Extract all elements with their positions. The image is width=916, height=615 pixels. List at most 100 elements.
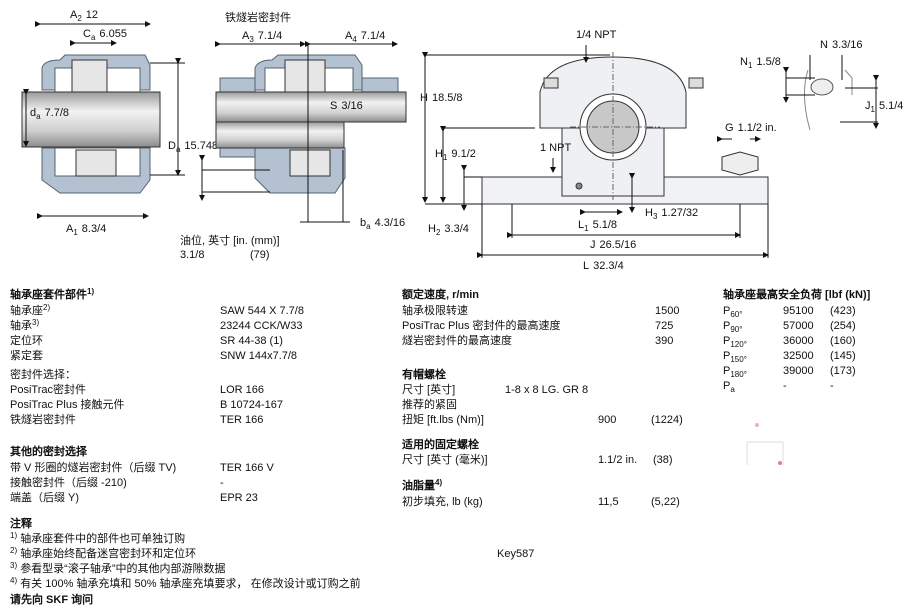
- torque-value: 900: [598, 414, 617, 426]
- cap-bolt-size-value: 1-8 x 8 LG. GR 8: [505, 384, 589, 396]
- load-value: 32500: [783, 350, 814, 362]
- label-quarter-npt: 1/4 NPT: [576, 29, 617, 41]
- other-seal-label: 端盖（后缀 Y): [10, 492, 80, 504]
- kit-row-label: 定位环: [10, 335, 43, 347]
- loads-title: 轴承座最高安全负荷 [lbf (kN)]: [723, 289, 871, 301]
- oil-level-mm: (79): [250, 249, 270, 261]
- kit-row-label: 轴承3): [10, 318, 40, 333]
- seal-row-value: B 10724-167: [220, 399, 283, 411]
- note-item: 2) 轴承座始终配备迷宫密封环和定位环: [10, 546, 197, 561]
- load-direction-diagram: [746, 423, 784, 465]
- speed-value: 1500: [655, 305, 680, 317]
- load-value: 39000: [783, 365, 814, 377]
- kit-row-label: 轴承座2): [10, 303, 51, 318]
- kit-row-value: SR 44-38 (1): [220, 335, 283, 347]
- kit-row-value: SNW 144x7.7/8: [220, 350, 298, 362]
- cap-bolt-size-label: 尺寸 [英寸]: [402, 384, 456, 396]
- cap-bolts-title: 有帽螺栓: [402, 369, 446, 381]
- other-seal-value: TER 166 V: [220, 462, 274, 474]
- attach-bolts-title: 适用的固定螺栓: [402, 439, 479, 451]
- grease-title: 油脂量4): [402, 478, 443, 493]
- torque-value-metric: (1224): [651, 414, 683, 426]
- kit-row-value: SAW 544 X 7.7/8: [220, 305, 304, 317]
- load-symbol: P120°: [723, 335, 747, 349]
- load-value-metric: (423): [830, 305, 856, 317]
- seal-row-label: PosiTrac Plus 接触元件: [10, 399, 125, 411]
- seal-row-label: 铁燧岩密封件: [10, 414, 76, 426]
- speed-label: PosiTrac Plus 密封件的最高速度: [402, 320, 561, 332]
- other-seal-value: EPR 23: [220, 492, 258, 504]
- other-seal-label: 带 V 形圈的燧岩密封件（后缀 TV): [10, 462, 177, 474]
- notes-title: 注释: [10, 518, 32, 530]
- other-seal-label: 接触密封件（后缀 -210): [10, 477, 127, 489]
- oil-level-label: 油位, 英寸 [in. (mm)]: [180, 233, 280, 247]
- grease-value: 11,5: [598, 496, 619, 508]
- load-value: -: [783, 380, 787, 392]
- load-value: 57000: [783, 320, 814, 332]
- load-value-metric: (145): [830, 350, 856, 362]
- load-symbol: P60°: [723, 305, 743, 319]
- seal-view-title: 铁燧岩密封件: [225, 10, 291, 24]
- load-value: 36000: [783, 335, 814, 347]
- load-value-metric: (160): [830, 335, 856, 347]
- load-value-metric: (173): [830, 365, 856, 377]
- load-symbol: Pa: [723, 380, 735, 394]
- speed-label: 燧岩密封件的最高速度: [402, 335, 512, 347]
- label-one-npt: 1 NPT: [540, 142, 571, 154]
- speed-title: 额定速度, r/min: [402, 289, 480, 301]
- load-symbol: P150°: [723, 350, 747, 364]
- attach-bolt-size-value: 1.1/2 in.: [598, 454, 638, 466]
- seal-selection-title: 密封件选择：: [10, 369, 76, 381]
- load-symbol: P90°: [723, 320, 743, 334]
- grease-label: 初步填充, lb (kg): [402, 496, 483, 508]
- load-value-metric: (254): [830, 320, 856, 332]
- speed-value: 390: [655, 335, 674, 347]
- grease-value-metric: (5,22): [651, 496, 680, 508]
- speed-value: 725: [655, 320, 674, 332]
- attach-bolt-size-label: 尺寸 [英寸 (毫米)]: [402, 454, 488, 466]
- torque-label-1: 推荐的紧固: [402, 399, 457, 411]
- seal-row-value: LOR 166: [220, 384, 265, 396]
- notes-footer: 请先向 SKF 询问: [10, 594, 94, 606]
- note-item: 3) 参看型录“滚子轴承”中的其他内部游隙数据: [10, 561, 226, 576]
- other-seal-value: -: [220, 477, 224, 489]
- speed-label: 轴承极限转速: [402, 305, 468, 317]
- seal-row-value: TER 166: [220, 414, 264, 426]
- note-item: 1) 轴承座套件中的部件也可单独订购: [10, 531, 186, 546]
- load-symbol: P180°: [723, 365, 747, 379]
- note-item: 4) 有关 100% 轴承充填和 50% 轴承座充填要求， 在修改设计或订购之前: [10, 576, 361, 591]
- torque-label-2: 扭矩 [ft.lbs (Nm)]: [402, 414, 484, 426]
- seal-row-label: PosiTrac密封件: [10, 384, 86, 396]
- other-seals-title: 其他的密封选择: [10, 446, 87, 458]
- kit-row-label: 紧定套: [10, 350, 43, 362]
- load-value-metric: -: [830, 380, 834, 392]
- attach-bolt-size-metric: (38): [653, 454, 673, 466]
- load-value: 95100: [783, 305, 814, 317]
- key-label: Key587: [497, 548, 535, 560]
